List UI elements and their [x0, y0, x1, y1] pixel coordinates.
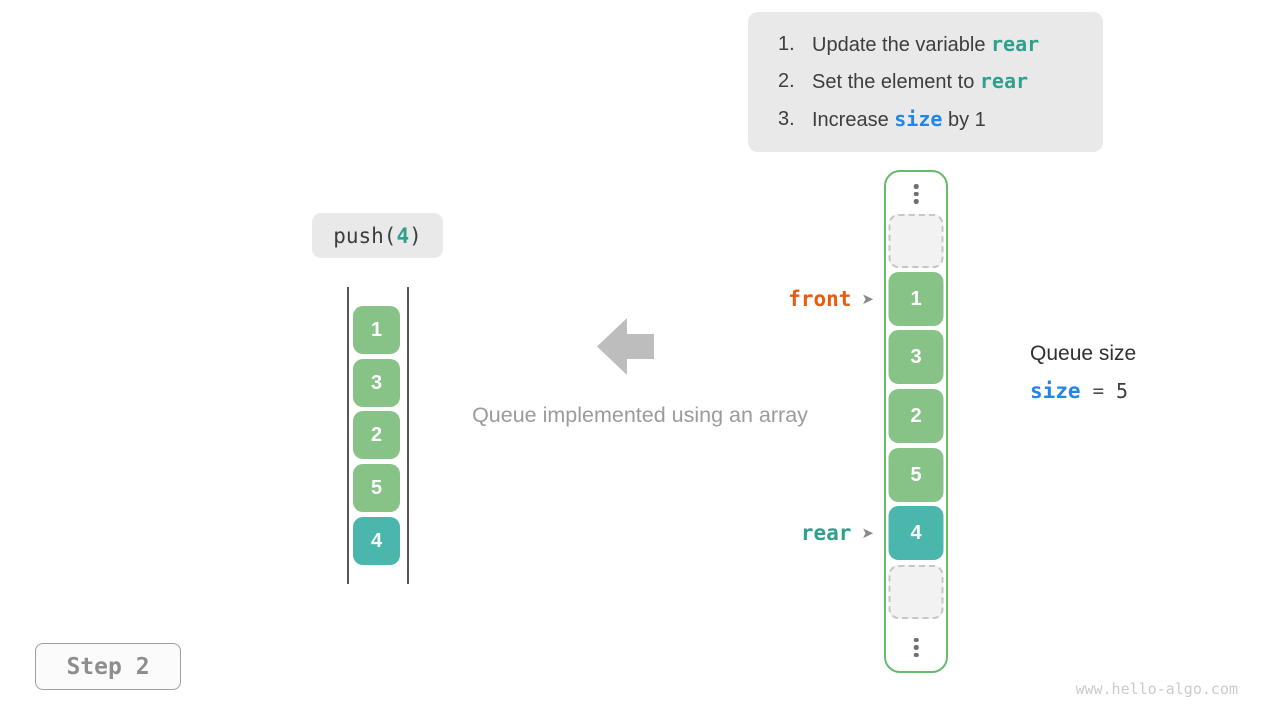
figure-caption: Queue implemented using an array [472, 403, 808, 427]
array-cell: 1 [888, 272, 944, 326]
queue-element: 5 [353, 464, 400, 512]
instruction-number: 1. [778, 32, 795, 55]
step-badge: Step 2 [35, 643, 181, 690]
vertical-ellipsis-icon [913, 184, 919, 204]
array-cell-pushed: 4 [888, 506, 944, 560]
instruction-text: Set the element to rear [812, 63, 1028, 101]
array-cell: 2 [888, 389, 944, 443]
code-token-size: size [894, 106, 943, 131]
instruction-item: 1. Update the variable rear [748, 26, 1103, 64]
instruction-item: 2. Set the element to rear [748, 63, 1103, 101]
array-cell: 5 [888, 448, 944, 502]
instruction-prefix: Update the variable [812, 33, 992, 56]
rear-pointer: rear ➤ [801, 519, 874, 547]
push-arg-value: 4 [396, 223, 410, 248]
queue-wall-right [407, 287, 409, 584]
left-arrow-icon [597, 318, 654, 375]
queue-size-title: Queue size [1030, 342, 1137, 365]
code-token-rear: rear [991, 31, 1040, 56]
instruction-number: 3. [778, 107, 795, 130]
queue-wall-left [347, 287, 349, 584]
instruction-suffix: by 1 [942, 108, 986, 131]
queue-element: 1 [353, 306, 400, 354]
queue-element-pushed: 4 [353, 517, 400, 565]
arrowhead-right-icon: ➤ [861, 524, 874, 542]
push-call-badge: push(4) [312, 213, 443, 258]
vertical-ellipsis-icon [913, 637, 919, 657]
instructions-panel: 1. Update the variable rear 2. Set the e… [748, 12, 1103, 152]
watermark: www.hello-algo.com [1075, 680, 1238, 698]
instruction-text: Update the variable rear [812, 26, 1039, 64]
instruction-prefix: Set the element to [812, 71, 980, 94]
equals-sign: = [1092, 380, 1105, 402]
push-func-text: push( [333, 223, 397, 248]
queue-element: 3 [353, 359, 400, 407]
size-value: 5 [1116, 379, 1129, 403]
front-pointer: front ➤ [788, 285, 874, 313]
instruction-prefix: Increase [812, 108, 895, 131]
instruction-text: Increase size by 1 [812, 101, 986, 139]
rear-pointer-label: rear [800, 521, 852, 545]
front-pointer-label: front [788, 287, 852, 311]
array-cell-empty [888, 565, 944, 619]
array-cell: 3 [888, 330, 944, 384]
instruction-item: 3. Increase size by 1 [748, 101, 1103, 139]
arrowhead-right-icon: ➤ [861, 290, 874, 308]
size-variable: size [1030, 379, 1081, 403]
queue-abstract-view: 1 3 2 5 4 [347, 287, 409, 584]
queue-element: 2 [353, 411, 400, 459]
array-container: 1 3 2 5 4 [884, 170, 948, 673]
instruction-number: 2. [778, 70, 795, 93]
code-token-rear: rear [979, 69, 1029, 94]
push-close-paren: ) [409, 223, 422, 248]
array-cell-empty [888, 214, 944, 268]
queue-size-panel: Queue size size = 5 [1030, 342, 1136, 403]
queue-size-expression: size = 5 [1030, 379, 1136, 403]
